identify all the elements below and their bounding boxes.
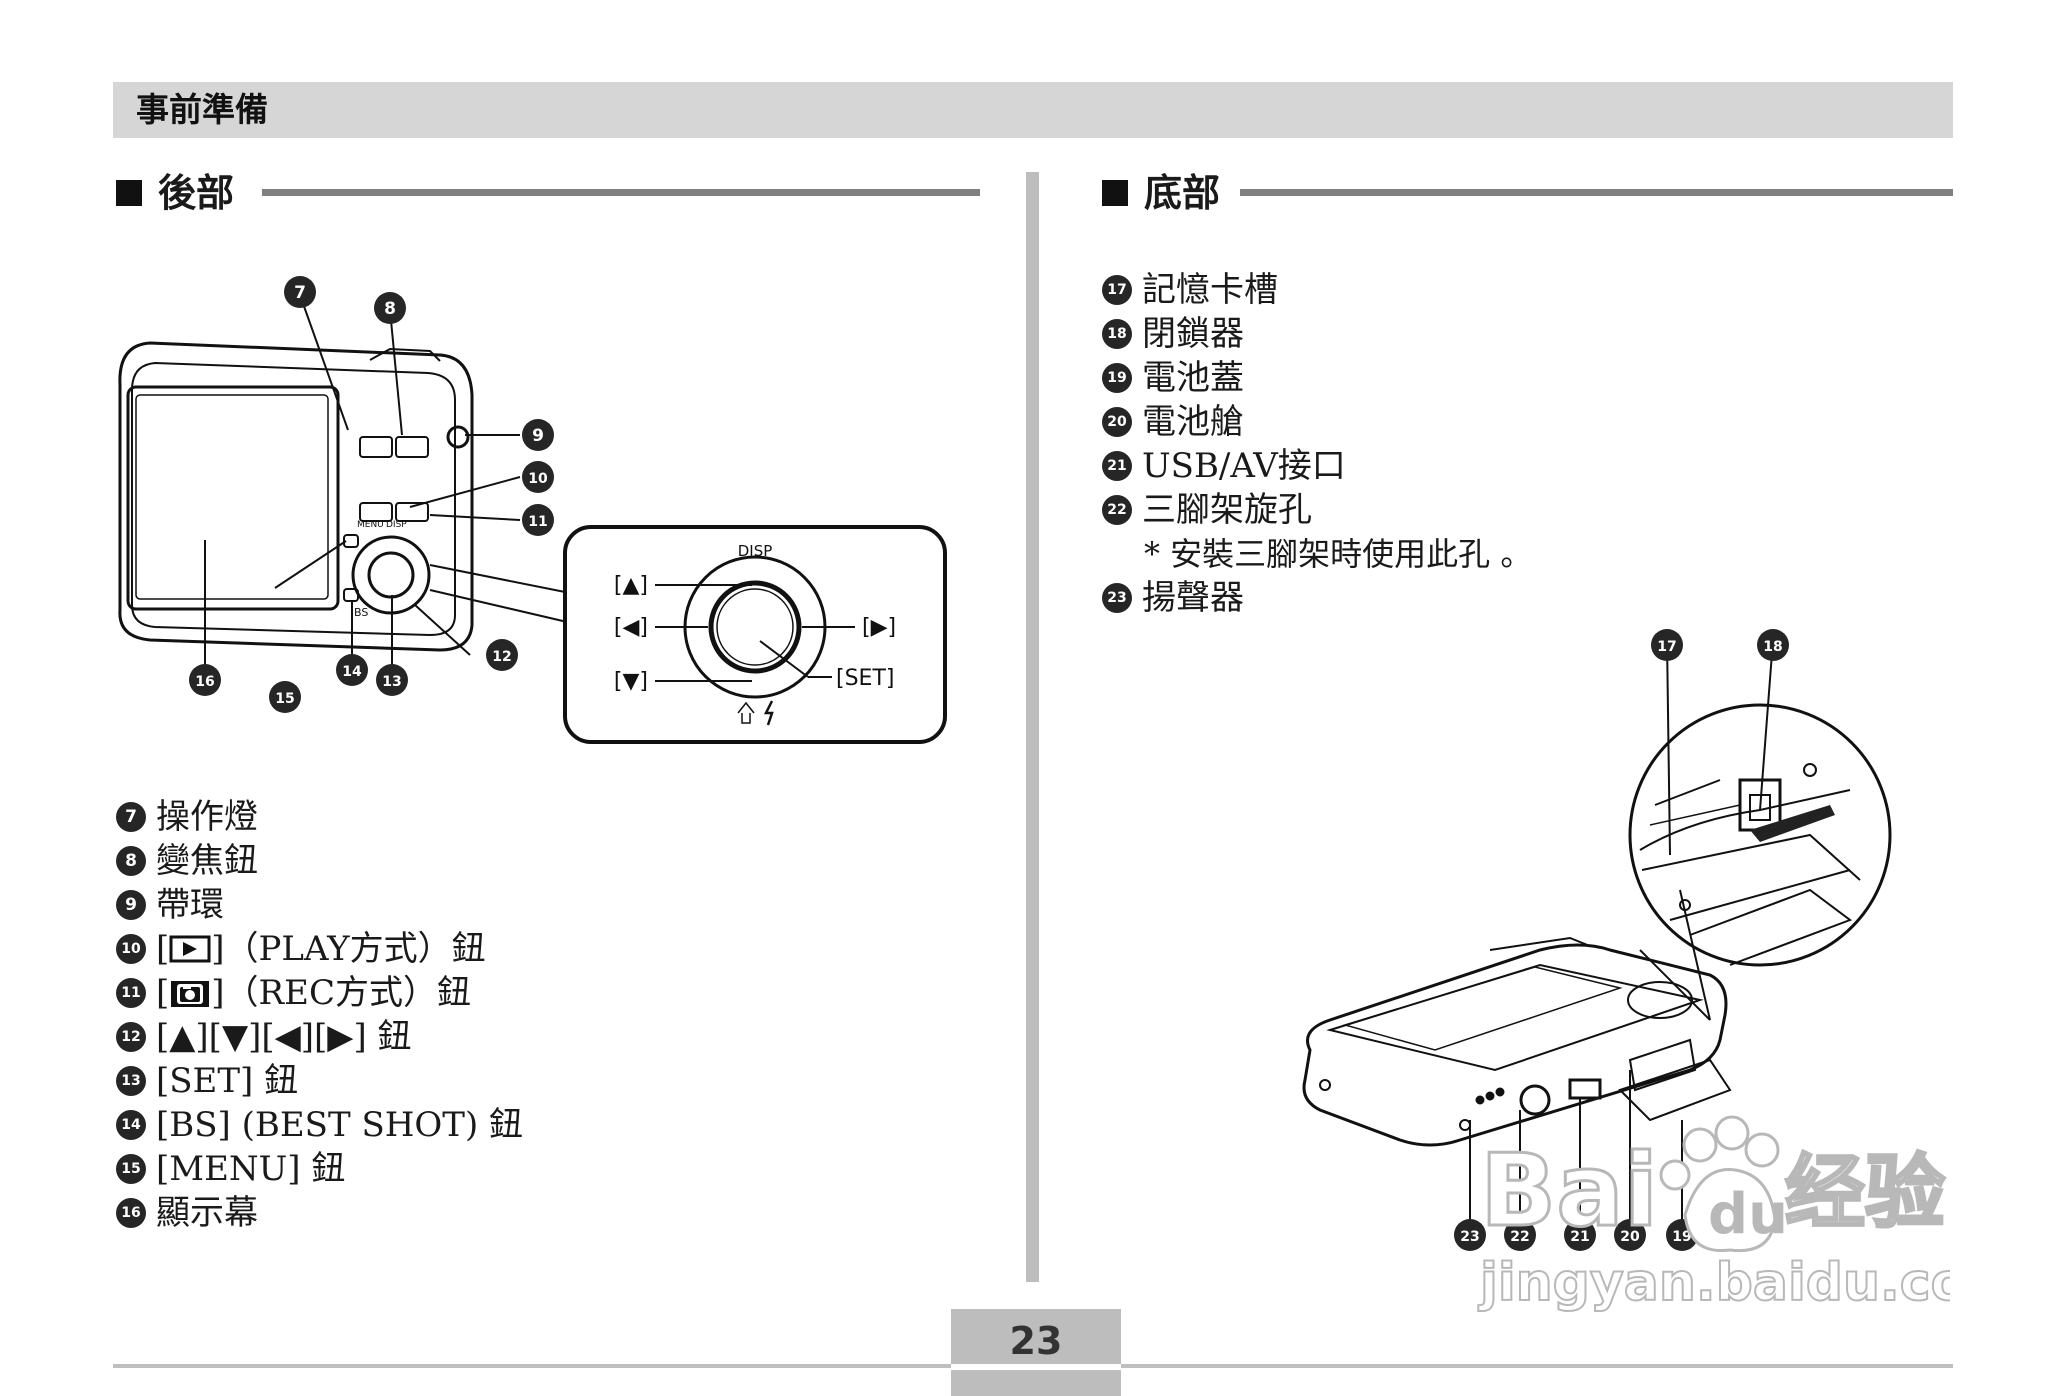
svg-text:20: 20 <box>1620 1229 1640 1245</box>
dpad-left-label: [◀] <box>614 615 648 640</box>
svg-text:10: 10 <box>528 471 548 487</box>
page-number: 23 <box>1009 1318 1063 1363</box>
camera-underside <box>1302 936 1732 1147</box>
svg-text:22: 22 <box>1510 1229 1529 1245</box>
rear-callouts: 7 8 9 10 11 12 13 14 15 16 <box>189 276 554 713</box>
svg-text:经验: 经验 <box>1785 1146 1945 1239</box>
bottom-heading-rule <box>1240 189 1953 196</box>
bottom-section-heading: 底部 <box>1102 168 1220 218</box>
page-number-box: 23 <box>951 1309 1121 1396</box>
header-title: 事前準備 <box>136 90 268 129</box>
svg-text:19: 19 <box>1672 1229 1691 1245</box>
list-item: 10 [ ]（PLAY方式）鈕 <box>116 927 523 971</box>
baidu-watermark-logo: Bai du 经验 jingyan.baidu.com <box>1477 1115 1950 1314</box>
back-heading-rule <box>262 189 980 196</box>
svg-text:15: 15 <box>275 691 294 707</box>
flash-icon <box>763 700 774 726</box>
dpad-up-label: [▲] <box>614 573 648 598</box>
svg-text:Bai: Bai <box>1480 1132 1658 1249</box>
back-heading-text: 後部 <box>158 171 235 215</box>
camera-menu-label: MENU <box>357 520 384 530</box>
svg-text:13: 13 <box>382 674 401 690</box>
dpad-right-label: [▶] <box>862 615 896 640</box>
trash-icon <box>737 701 755 724</box>
underside-callouts: 23 22 21 20 19 <box>1454 1219 1698 1251</box>
header-band <box>113 82 1953 138</box>
square-bullet-icon <box>1102 180 1128 206</box>
dpad-set-label: [SET] <box>836 666 894 691</box>
rear-camera-diagram: MENU DISP BS 7 8 9 10 11 12 13 14 15 16 <box>118 276 947 744</box>
svg-text:16: 16 <box>195 674 214 690</box>
list-item: 11 [ ]（REC方式）鈕 <box>116 971 523 1015</box>
camera-body <box>118 341 474 652</box>
back-section-heading: 後部 <box>116 168 234 218</box>
svg-text:23: 23 <box>1460 1229 1479 1245</box>
paw-icon <box>1659 1115 1780 1253</box>
svg-text:18: 18 <box>1763 639 1782 655</box>
column-divider <box>1026 172 1039 1282</box>
camera-icon <box>171 981 210 1007</box>
square-bullet-icon <box>116 180 142 206</box>
svg-text:14: 14 <box>342 664 362 680</box>
magnified-detail <box>1628 703 1892 967</box>
callout-leaders <box>204 294 581 665</box>
svg-text:du: du <box>1708 1182 1788 1247</box>
dpad-disp-label: DISP <box>738 542 773 560</box>
play-icon <box>169 935 211 963</box>
svg-text:21: 21 <box>1570 1229 1589 1245</box>
camera-disp-label: DISP <box>386 520 407 530</box>
list-item: 12[▲][▼][◀][▶] 鈕 <box>116 1015 523 1059</box>
bottom-heading-text: 底部 <box>1144 171 1221 215</box>
camera-bs-label: BS <box>354 606 368 619</box>
svg-text:7: 7 <box>294 283 306 303</box>
watermark-url: jingyan.baidu.com <box>1478 1253 1950 1313</box>
svg-text:11: 11 <box>528 514 547 530</box>
list-item: 13[SET] 鈕 <box>116 1059 523 1103</box>
list-item: 15[MENU] 鈕 <box>116 1147 523 1191</box>
svg-text:8: 8 <box>384 299 396 319</box>
svg-text:9: 9 <box>532 426 544 446</box>
svg-text:17: 17 <box>1657 639 1676 655</box>
dpad-detail-box: DISP [▲] [◀] [▼] [▶] [SET] <box>563 525 947 744</box>
svg-text:12: 12 <box>492 649 511 665</box>
detail-callouts: 17 18 <box>1651 629 1789 661</box>
list-item: 14[BS] (BEST SHOT) 鈕 <box>116 1103 523 1147</box>
dpad-down-label: [▼] <box>614 669 648 694</box>
tripod-note: * 安裝三腳架時使用此孔 。 <box>1144 535 1533 573</box>
